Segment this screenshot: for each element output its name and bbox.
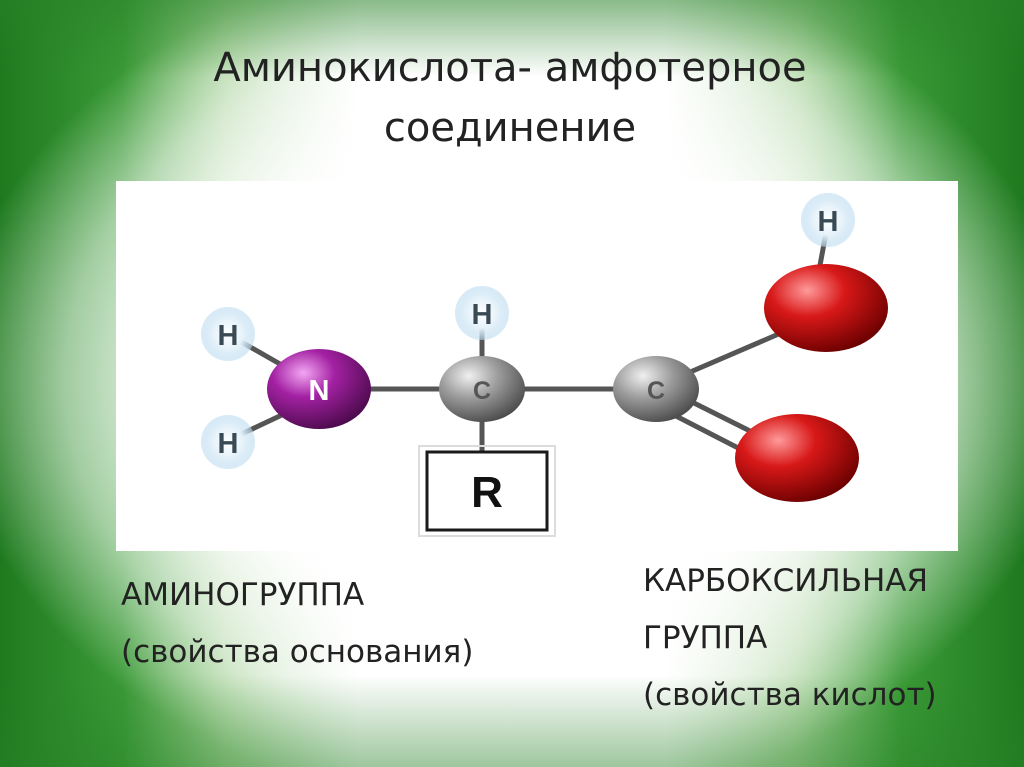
bond-c-o-double-2 — [671, 412, 747, 454]
svg-text:R: R — [471, 468, 503, 517]
svg-text:H: H — [472, 299, 493, 331]
svg-text:N: N — [309, 375, 330, 407]
carboxyl-group-label-line1: КАРБОКСИЛЬНАЯ — [643, 563, 929, 599]
h-atom-amino-bottom: H — [201, 415, 255, 469]
bond-c-o-double-1 — [683, 396, 757, 436]
carboxyl-group-properties: (свойства кислот) — [643, 677, 937, 713]
h-atom-hydroxyl: H — [801, 193, 855, 247]
h-atom-alpha: H — [455, 286, 509, 340]
svg-text:H: H — [818, 206, 839, 238]
svg-text:C: C — [473, 377, 491, 405]
svg-text:C: C — [647, 377, 665, 405]
amino-group-properties: (свойства основания) — [121, 634, 474, 670]
o-atom-hydroxyl — [764, 264, 888, 352]
c-atom-carboxyl: C — [613, 356, 699, 422]
n-atom: N — [267, 349, 371, 429]
carboxyl-group-caption: КАРБОКСИЛЬНАЯ ГРУППА (свойства кислот) — [643, 553, 937, 724]
h-atom-amino-top: H — [201, 307, 255, 361]
c-atom-alpha: C — [439, 356, 525, 422]
r-group-box: R — [418, 445, 556, 537]
bond-c-oh — [678, 330, 784, 379]
amino-group-caption: АМИНОГРУППА (свойства основания) — [121, 567, 473, 681]
o-atom-carbonyl — [735, 414, 859, 502]
slide-title: Аминокислота- амфотерное соединение — [213, 45, 807, 151]
svg-text:H: H — [218, 320, 239, 352]
svg-text:H: H — [218, 428, 239, 460]
amino-acid-molecule-diagram: H H H H N C C — [116, 181, 958, 551]
amino-group-label: АМИНОГРУППА — [121, 577, 365, 613]
carboxyl-group-label-line2: ГРУППА — [643, 620, 768, 656]
